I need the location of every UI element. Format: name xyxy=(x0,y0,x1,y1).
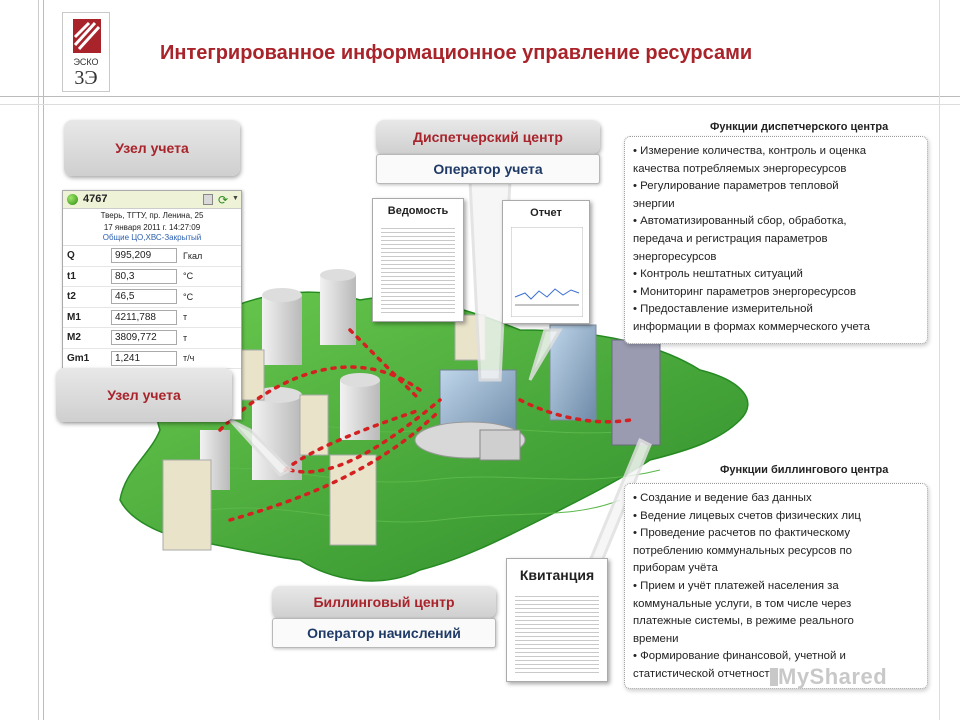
billing-functions-title: Функции биллингового центра xyxy=(720,464,889,476)
report-title: Отчет xyxy=(530,207,562,219)
dispatch-function-line: энергии xyxy=(633,197,675,210)
meter-row-value: 80,3 xyxy=(111,268,177,284)
billing-function-line: приборам учёта xyxy=(633,562,718,575)
watermark-text: MyShared xyxy=(778,664,888,689)
billing-center-label[interactable]: Биллинговый центр xyxy=(272,586,496,618)
report-document: Отчет xyxy=(502,200,590,324)
billing-function-line: • Создание и ведение баз данных xyxy=(633,492,812,504)
meter-row: t1 80,3 °С xyxy=(63,267,241,287)
billing-functions-panel: • Создание и ведение баз данных • Ведени… xyxy=(624,483,928,689)
logo-mark-icon xyxy=(73,19,101,53)
dispatch-function-line: информации в формах коммерческого учета xyxy=(633,320,870,333)
meter-note: Общие ЦО,ХВС-Закрытый xyxy=(63,233,241,246)
billing-operator-label[interactable]: Оператор начислений xyxy=(272,618,496,648)
billing-function-line: статистической отчетности xyxy=(633,667,776,680)
meter-row: Gm1 1,241 т/ч xyxy=(63,349,241,369)
meter-row-value: 1,241 xyxy=(111,350,177,366)
dispatch-function-line: • Измерение количества, контроль и оценк… xyxy=(633,145,867,157)
meter-row-unit: т xyxy=(183,312,188,323)
statement-document: Ведомость xyxy=(372,198,464,322)
meter-row: t2 46,5 °С xyxy=(63,287,241,308)
billing-function-line: • Проведение расчетов по фактическому xyxy=(633,527,851,540)
meter-row-value: 995,209 xyxy=(111,248,177,264)
dispatch-functions-panel: • Измерение количества, контроль и оценк… xyxy=(624,136,928,344)
meter-row: M2 3809,772 т xyxy=(63,328,241,349)
logo-text-3e: 3Э xyxy=(74,67,98,89)
meter-row-label: Q xyxy=(67,250,75,262)
meter-row-value: 3809,772 xyxy=(111,330,177,346)
cylinder-buildings xyxy=(200,269,380,490)
receipt-title: Квитанция xyxy=(519,567,595,583)
statement-lines xyxy=(381,225,455,313)
billing-function-line: • Формирование финансовой, учетной и xyxy=(633,650,846,663)
meter-row-unit: °С xyxy=(183,291,194,302)
meter-row-unit: т xyxy=(183,332,188,343)
report-chart-graphic xyxy=(511,227,583,317)
dispatch-function-line: качества потребляемых энергоресурсов xyxy=(633,162,847,175)
dispatch-function-line: энергоресурсов xyxy=(633,250,717,263)
dispatch-function-line: передача и регистрация параметров xyxy=(633,232,828,245)
company-logo: ЭСКО 3Э xyxy=(62,12,110,92)
refresh-icon[interactable]: ⟳ xyxy=(218,193,229,207)
billing-function-line: потреблению коммунальных ресурсов по xyxy=(633,544,852,557)
meter-row-label: Gm1 xyxy=(67,352,90,364)
meter-datetime: 17 января 2011 г. 14:27:09 xyxy=(103,223,201,232)
meter-row-unit: Гкал xyxy=(183,250,203,261)
document-icon[interactable] xyxy=(203,194,213,205)
watermark-icon xyxy=(770,668,778,686)
dispatch-building xyxy=(414,369,526,461)
meter-row-value: 46,5 xyxy=(111,289,177,305)
receipt-document: Квитанция xyxy=(506,558,608,682)
meter-row-label: M1 xyxy=(67,311,81,323)
meter-row-label: t2 xyxy=(67,291,76,303)
dispatch-function-line: • Регулирование параметров тепловой xyxy=(633,180,839,193)
dispatch-center-label[interactable]: Диспетчерский центр xyxy=(376,120,600,154)
frame-top-line xyxy=(0,96,960,97)
statement-title: Ведомость xyxy=(387,205,449,217)
status-green-icon xyxy=(67,194,78,205)
meter-row-value: 4211,788 xyxy=(111,309,177,325)
dispatch-function-line: • Предоставление измерительной xyxy=(633,303,813,316)
receipt-lines xyxy=(515,593,599,673)
meter-node-label-top[interactable]: Узел учета xyxy=(64,120,240,176)
meter-row-unit: т/ч xyxy=(183,353,195,364)
meter-row: M1 4211,788 т xyxy=(63,308,241,328)
dispatch-function-line: • Контроль нештатных ситуаций xyxy=(633,268,803,281)
frame-top-line-2 xyxy=(0,104,960,105)
meter-row: Q 995,209 Гкал xyxy=(63,246,241,267)
billing-function-line: времени xyxy=(633,632,679,645)
page-title: Интегрированное информационное управлени… xyxy=(160,42,753,64)
logo-text-esco: ЭСКО xyxy=(73,57,99,67)
billing-function-line: платежные системы, в режиме реального xyxy=(633,615,854,628)
billing-function-line: • Прием и учёт платежей населения за xyxy=(633,579,839,592)
dispatch-function-line: • Мониторинг параметров энергоресурсов xyxy=(633,285,857,298)
dispatch-operator-label[interactable]: Оператор учета xyxy=(376,154,600,184)
meter-row-unit: °С xyxy=(183,271,194,282)
meter-row-label: M2 xyxy=(67,332,81,344)
dispatch-functions-title: Функции диспетчерского центра xyxy=(710,121,889,133)
billing-function-line: коммунальные услуги, в том числе через xyxy=(633,597,852,610)
billing-function-line: • Ведение лицевых счетов физических лиц xyxy=(633,509,861,522)
tower-buildings xyxy=(162,314,661,551)
dispatch-function-line: • Автоматизированный сбор, обработка, xyxy=(633,215,847,228)
frame-right-line xyxy=(939,0,940,720)
data-flow-lines xyxy=(218,328,632,522)
meter-row-label: t1 xyxy=(67,270,76,282)
chevron-down-icon[interactable]: ▼ xyxy=(232,195,239,202)
meter-node-label-bottom[interactable]: Узел учета xyxy=(56,368,232,422)
meter-id: 4767 xyxy=(83,193,108,205)
meter-address: Тверь, ТГТУ, пр. Ленина, 25 xyxy=(100,211,204,220)
meter-panel-header: 4767 ⟳ ▼ xyxy=(63,191,241,209)
frame-left-border xyxy=(0,0,44,720)
